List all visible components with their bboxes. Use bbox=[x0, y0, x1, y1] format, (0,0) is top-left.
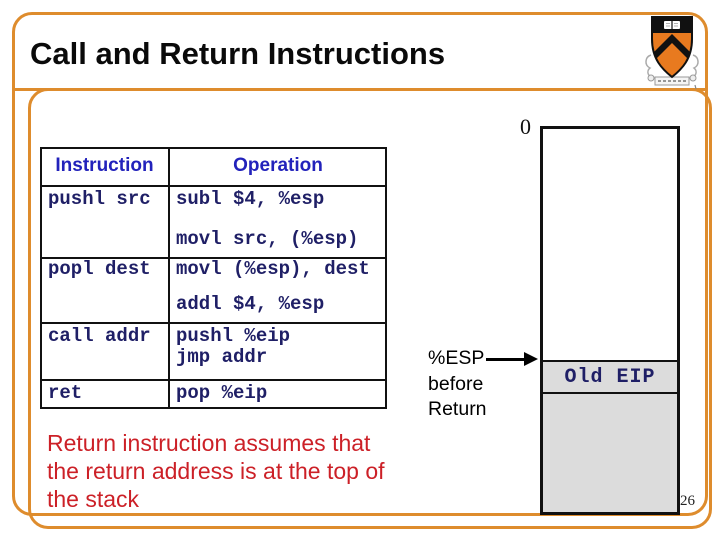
stack-diagram: Old EIP bbox=[540, 126, 680, 515]
stack-address-zero: 0 bbox=[520, 114, 531, 139]
note-line: the return address is at the top of bbox=[47, 458, 385, 484]
table-row-divider bbox=[42, 256, 385, 259]
content-frame bbox=[28, 88, 712, 529]
esp-pointer-line: before bbox=[428, 372, 484, 395]
page-title: Call and Return Instructions bbox=[30, 36, 446, 71]
outer-frame bbox=[12, 12, 708, 516]
table-column-divider bbox=[167, 149, 170, 407]
table-cell-operation: jmp addr bbox=[176, 346, 268, 368]
table-cell-operation: addl $4, %esp bbox=[176, 293, 325, 315]
stack-old-eip-cell: Old EIP bbox=[543, 360, 677, 394]
esp-pointer-line: %ESP bbox=[428, 347, 485, 369]
stack-used-region bbox=[543, 394, 677, 512]
esp-pointer-line: Return bbox=[428, 398, 487, 420]
note-line: the stack bbox=[47, 486, 140, 512]
table-row-divider bbox=[42, 184, 385, 187]
table-cell-operation: movl (%esp), dest bbox=[176, 258, 370, 280]
table-header-instruction: Instruction bbox=[55, 155, 154, 176]
table-row-divider bbox=[42, 378, 385, 381]
table-row-divider bbox=[42, 321, 385, 324]
table-cell-instruction: ret bbox=[48, 382, 83, 404]
table-cell-instruction: popl dest bbox=[48, 258, 151, 280]
instruction-table: Instruction Operation pushl src subl $4,… bbox=[40, 147, 387, 409]
table-cell-instruction: call addr bbox=[48, 325, 151, 347]
table-cell-operation: movl src, (%esp) bbox=[176, 228, 359, 250]
table-cell-instruction: pushl src bbox=[48, 188, 151, 210]
note-text: Return instruction assumes that the retu… bbox=[47, 429, 385, 513]
arrow-right-icon bbox=[486, 352, 538, 366]
page-number: 26 bbox=[680, 493, 695, 509]
table-cell-operation: pushl %eip bbox=[176, 325, 291, 347]
note-line: Return instruction assumes that bbox=[47, 430, 371, 456]
table-cell-operation: pop %eip bbox=[176, 382, 268, 404]
table-header-operation: Operation bbox=[233, 155, 323, 176]
table-cell-operation: subl $4, %esp bbox=[176, 188, 325, 210]
princeton-shield-icon bbox=[645, 16, 699, 90]
esp-pointer-label: %ESP before Return bbox=[428, 346, 487, 423]
